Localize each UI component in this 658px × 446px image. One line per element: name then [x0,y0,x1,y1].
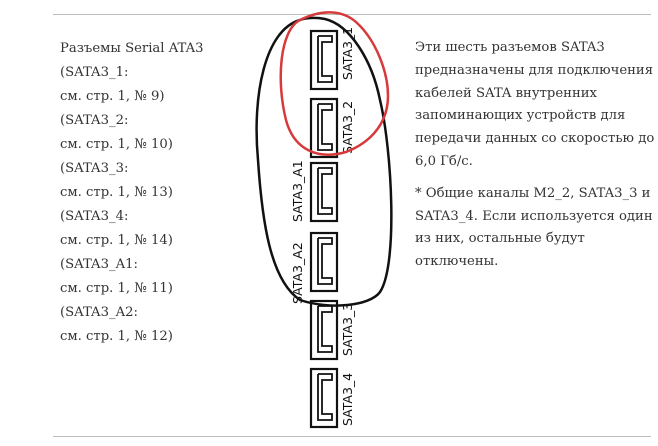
connector-label: SATA3_1 [340,27,355,80]
list-line: (SATA3_1: [60,65,129,80]
description-text: Эти шесть разъемов SATA3 предназначены д… [415,40,655,169]
connector-label: SATA3_2 [340,101,355,154]
list-line: см. стр. 1, № 12) [60,329,173,344]
list-line: (SATA3_4: [60,209,129,224]
red-highlight-loop [279,11,390,156]
connector-label: SATA3_3 [340,303,355,356]
connector-label: SATA3_A1 [290,160,305,222]
list-line: см. стр. 1, № 13) [60,185,173,200]
list-line: см. стр. 1, № 14) [60,233,173,248]
connector-sata3-a2: SATA3_A2 [290,231,339,304]
connector-list: Разъемы Serial ATA3 (SATA3_1: см. стр. 1… [60,37,245,349]
connector-sata3-1: SATA3_1 [309,27,355,91]
shared-channels-note: * Общие каналы M2_2, SATA3_3 и SATA3_4. … [415,185,653,270]
connector-sata3-a1: SATA3_A1 [290,160,339,223]
list-line: (SATA3_2: [60,113,129,128]
connector-sata3-4: SATA3_4 [309,367,355,429]
connector-label: SATA3_A2 [290,242,305,304]
top-rule [53,14,651,15]
connector-label: SATA3_4 [340,373,355,426]
list-line: (SATA3_A1: [60,257,138,272]
list-line: см. стр. 1, № 11) [60,281,173,296]
connector-sata3-2: SATA3_2 [309,97,355,159]
section-title: Разъемы Serial ATA3 [60,41,204,56]
list-line: см. стр. 1, № 9) [60,89,165,104]
connector-sata3-3: SATA3_3 [309,299,355,361]
list-line: (SATA3_3: [60,161,129,176]
list-line: (SATA3_A2: [60,305,138,320]
list-line: см. стр. 1, № 10) [60,137,173,152]
black-highlight-loop [255,16,393,307]
bottom-rule [53,436,651,437]
description-block: Эти шесть разъемов SATA3 предназначены д… [415,37,655,274]
